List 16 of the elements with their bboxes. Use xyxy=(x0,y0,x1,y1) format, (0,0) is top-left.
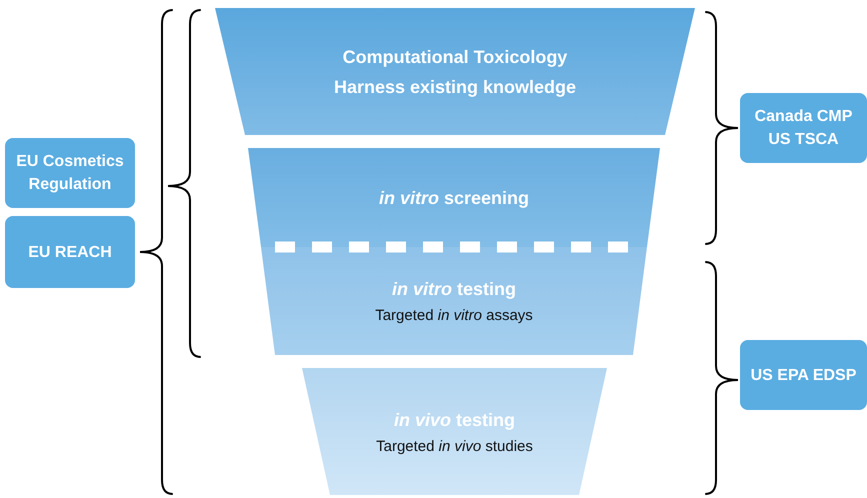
band-heading: Computational Toxicology xyxy=(342,46,568,69)
regulation-name: US TSCA xyxy=(768,130,839,150)
regulation-box xyxy=(5,216,135,288)
band-subtitle: Targeted in vivo studies xyxy=(376,436,533,456)
band-heading: in vitro testing xyxy=(392,278,516,301)
band-heading: in vivo testing xyxy=(394,408,516,432)
regulation-box xyxy=(740,93,867,163)
regulation-name: Canada CMP xyxy=(754,107,852,127)
band-heading: in vitro screening xyxy=(378,186,530,210)
band-subtitle: Targeted in vitro assays xyxy=(375,306,533,326)
regulation-name: EU REACH xyxy=(28,242,112,262)
regulation-name: EU Cosmetics Regulation xyxy=(15,152,125,195)
regulation-box xyxy=(5,138,135,208)
regulation-box xyxy=(740,340,867,410)
regulation-name: US EPA EDSP xyxy=(750,366,856,386)
band-heading: Harness existing knowledge xyxy=(334,76,576,99)
